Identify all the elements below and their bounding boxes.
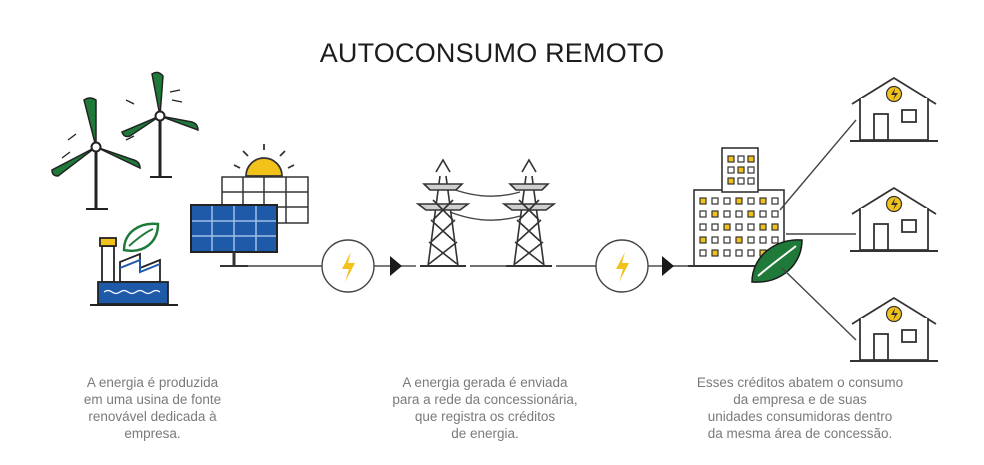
building-window [759, 197, 767, 205]
building-window [699, 223, 707, 231]
building-window [727, 177, 735, 185]
building-window [699, 210, 707, 218]
leaf-icon [122, 222, 160, 253]
building-window [747, 166, 755, 174]
arrow-right-icon [662, 256, 674, 276]
building-window [771, 210, 779, 218]
building-window [723, 210, 731, 218]
building-window [735, 210, 743, 218]
building-window [747, 197, 755, 205]
leaf-icon [751, 239, 803, 283]
house-icon [850, 76, 938, 142]
lightning-icon [595, 239, 649, 293]
building-window [759, 223, 767, 231]
distribution-lines [779, 119, 857, 341]
building-window [737, 155, 745, 163]
building-window [737, 166, 745, 174]
building-window [747, 236, 755, 244]
building-window [735, 197, 743, 205]
transmission-tower-icon [415, 158, 471, 267]
building-window [747, 223, 755, 231]
building-window [735, 236, 743, 244]
house-icon [850, 186, 938, 252]
building-window [747, 249, 755, 257]
building-window [747, 155, 755, 163]
building-window [735, 249, 743, 257]
house-icon [850, 296, 938, 362]
building-window [711, 197, 719, 205]
transmission-tower-icon [501, 158, 557, 267]
building-window [747, 177, 755, 185]
solar-panel-icon [190, 176, 309, 267]
building-window [727, 166, 735, 174]
diagram-title: AUTOCONSUMO REMOTO [319, 38, 665, 68]
building-window [759, 210, 767, 218]
office-building-icon [688, 147, 792, 267]
building-window [735, 223, 743, 231]
wind-turbine-icon [51, 97, 141, 210]
building-window [723, 249, 731, 257]
step-caption-grid: A energia gerada é enviada para a rede d… [392, 375, 578, 441]
building-window [723, 236, 731, 244]
building-window [759, 236, 767, 244]
wind-turbine-icon [121, 71, 199, 178]
building-window [771, 236, 779, 244]
building-window [699, 249, 707, 257]
step-caption-production: A energia é produzida em uma usina de fo… [83, 375, 222, 441]
building-window [699, 197, 707, 205]
building-window [771, 197, 779, 205]
building-window [699, 236, 707, 244]
building-window [771, 223, 779, 231]
lightning-icon [321, 239, 375, 293]
step-caption-credits: Esses créditos abatem o consumo da empre… [696, 375, 904, 441]
building-window [711, 249, 719, 257]
sun-icon [233, 144, 295, 177]
building-window [711, 210, 719, 218]
factory-icon [90, 237, 178, 306]
building-window [723, 223, 731, 231]
building-window [737, 177, 745, 185]
building-window [711, 223, 719, 231]
building-window [723, 197, 731, 205]
building-window [727, 155, 735, 163]
building-window [711, 236, 719, 244]
arrow-right-icon [390, 256, 402, 276]
building-window [747, 210, 755, 218]
